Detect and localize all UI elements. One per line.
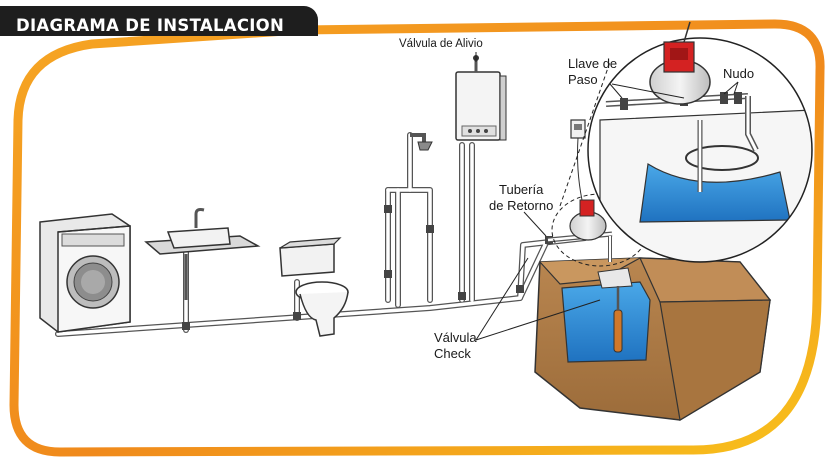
diagram-title: DIAGRAMA DE INSTALACION xyxy=(16,16,285,35)
label-union: Nudo xyxy=(723,66,755,81)
toilet-icon xyxy=(279,237,349,337)
label-shutoff-valve-line-2: Paso xyxy=(568,72,598,87)
label-shutoff-valve-line-1: Llave de xyxy=(568,56,618,71)
label-return-pipe: Tubería de Retorno xyxy=(489,182,553,214)
label-return-pipe-line-2: de Retorno xyxy=(489,198,554,213)
label-check-valve: Válvula Check xyxy=(434,330,477,362)
magnified-view xyxy=(587,37,813,263)
pump-small-icon xyxy=(547,199,613,262)
label-return-pipe-line-1: Tubería xyxy=(499,182,544,197)
frame xyxy=(9,19,825,457)
label-shutoff-valve: Llave de Paso xyxy=(568,56,617,88)
washing-machine-icon xyxy=(39,213,131,333)
cistern-ground xyxy=(534,257,772,421)
title-tab: DIAGRAMA DE INSTALACION xyxy=(0,6,318,36)
water-heater-icon xyxy=(455,55,507,141)
label-leaders xyxy=(475,52,739,341)
pump-large-icon xyxy=(649,21,711,105)
shower-head-icon xyxy=(410,133,433,151)
label-check-valve-line-2: Check xyxy=(434,346,471,361)
label-relief-valve: Válvula de Alivio xyxy=(399,38,483,50)
sink-icon xyxy=(144,208,261,300)
label-check-valve-line-1: Válvula xyxy=(434,330,477,345)
control-box-icon xyxy=(570,119,586,201)
